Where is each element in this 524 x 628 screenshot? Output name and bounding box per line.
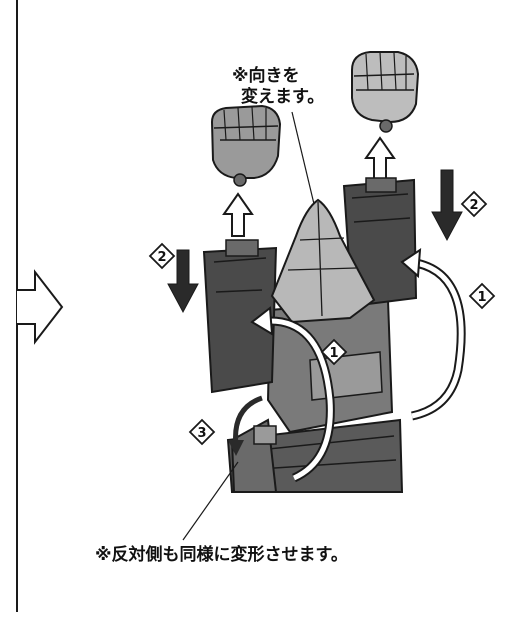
leader-line-bottom <box>182 461 239 541</box>
orientation-note-line2: 変えます。 <box>241 87 325 108</box>
other-side-note: ※反対側も同様に変形させます。 <box>95 545 348 565</box>
step-label-1-center: 1 <box>329 346 338 361</box>
up-arrow-icon-left <box>222 192 254 237</box>
step-marker-2-right <box>460 190 488 218</box>
left-fist-icon <box>210 104 282 187</box>
flow-arrow-icon <box>17 269 64 345</box>
step-label-2-right: 2 <box>469 198 478 213</box>
up-arrow-icon-right <box>364 136 396 183</box>
step-label-2-left: 2 <box>157 250 166 265</box>
step-label-3: 3 <box>197 426 206 441</box>
orientation-note: ※向きを 変えます。 <box>232 66 324 109</box>
rotate-arrow-icon-right <box>409 257 466 421</box>
right-fist-icon <box>351 51 420 133</box>
step-marker-3 <box>188 418 216 446</box>
down-arrow-icon-left <box>167 249 199 314</box>
step-marker-2-left <box>148 242 176 270</box>
step-marker-1-right <box>468 282 496 310</box>
step-marker-1-center <box>320 338 348 366</box>
leader-line-top <box>291 111 315 205</box>
orientation-note-line1: ※向きを <box>232 66 300 86</box>
step-label-1-right: 1 <box>477 290 486 305</box>
rotate-arrow-icon-step3 <box>233 395 263 447</box>
down-arrow-icon-right <box>431 169 463 242</box>
